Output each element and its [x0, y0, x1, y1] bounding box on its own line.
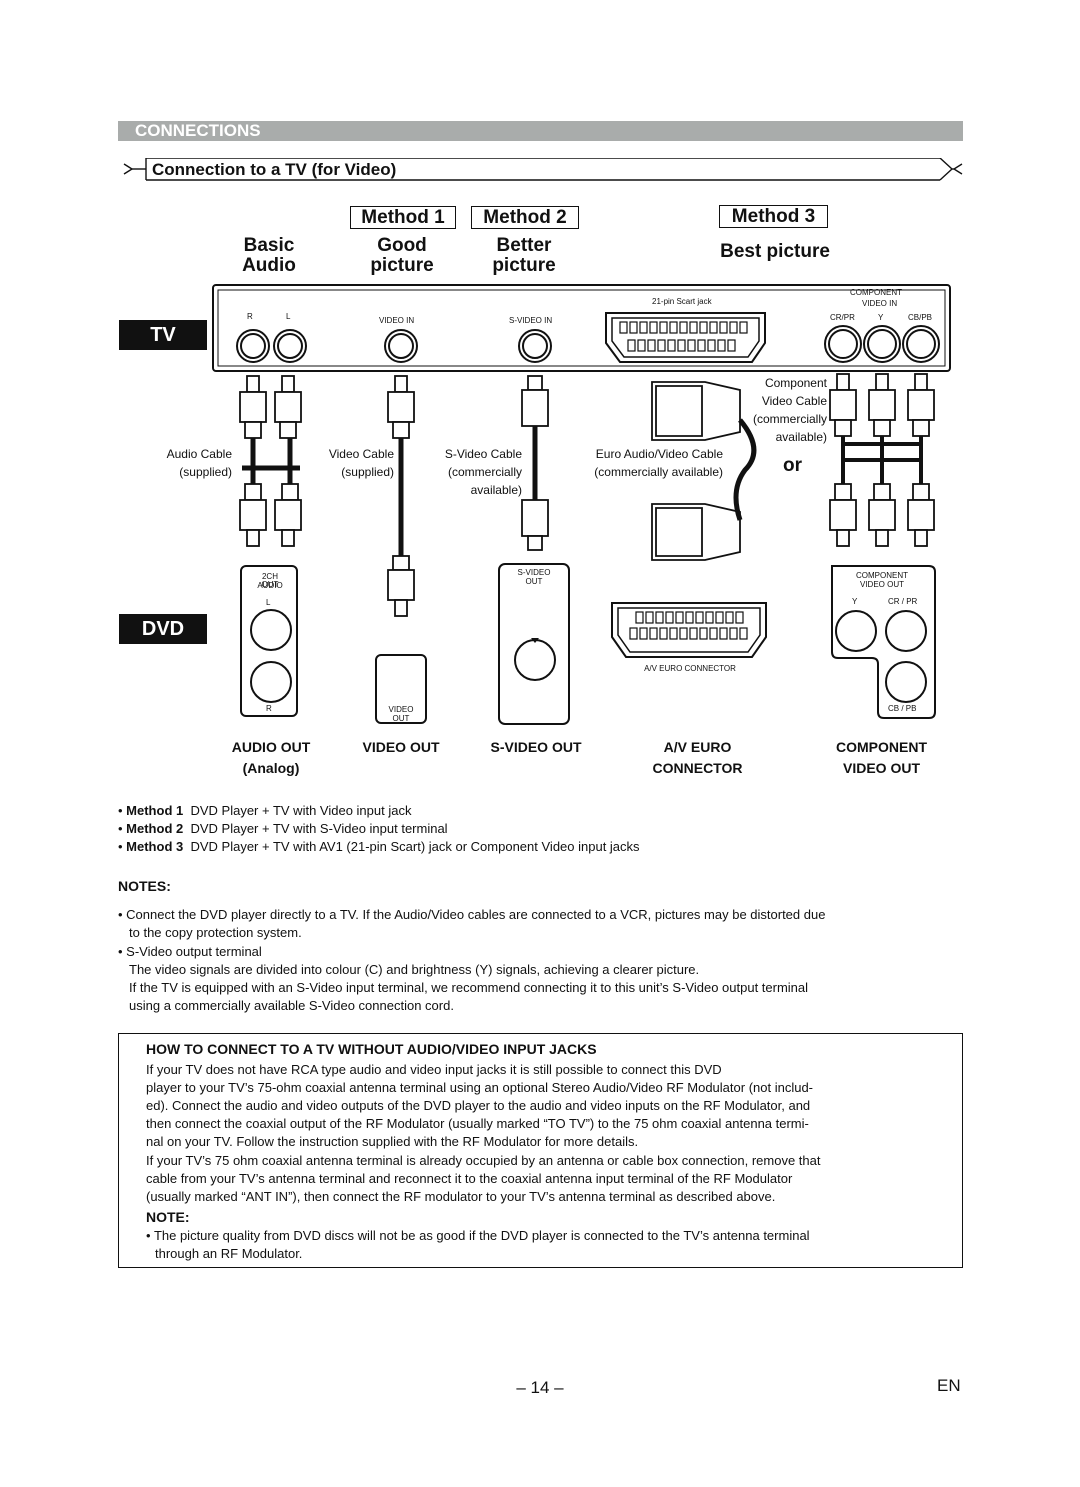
howto-p1-line-5: nal on your TV. Follow the instruction s…: [146, 1134, 639, 1149]
audio-out-label: AUDIO OUT: [231, 739, 311, 755]
component-cable-label-2: Video Cable: [761, 394, 827, 408]
note-1-line-2: to the copy protection system.: [129, 925, 302, 940]
method-list-text: DVD Player + TV with S-Video input termi…: [190, 821, 448, 836]
dvd-audio-r-label: R: [266, 704, 272, 713]
good-heading-2: picture: [370, 255, 434, 276]
video-cable-label-2: (supplied): [341, 465, 394, 479]
howto-note-line-2: through an RF Modulator.: [155, 1246, 303, 1261]
notes-heading: NOTES:: [118, 878, 171, 894]
tv-component-label-1: COMPONENT: [850, 288, 902, 297]
component-cable-label-1: Component: [764, 376, 827, 390]
howto-p1-line-3: ed). Connect the audio and video outputs…: [146, 1098, 811, 1113]
euro-out-label-2: CONNECTOR: [652, 760, 743, 776]
component-cable-label-3: (commercially: [752, 412, 827, 426]
howto-p2-line-1: If your TV’s 75 ohm coaxial antenna term…: [146, 1153, 821, 1168]
dvd-audio-panel-label-2: OUT: [261, 580, 279, 589]
svideo-out-label: S-VIDEO OUT: [490, 739, 582, 755]
section-title: CONNECTIONS: [135, 121, 261, 140]
dvd-comp-panel-label-2: VIDEO OUT: [859, 580, 904, 589]
audio-cable-label-1: Audio Cable: [166, 447, 232, 461]
howto-box: [118, 1033, 963, 1268]
note-1: • Connect the DVD player directly to a T…: [118, 907, 826, 922]
howto-p1-line-2: player to your TV’s 75-ohm coaxial anten…: [146, 1080, 813, 1095]
better-heading-2: picture: [492, 255, 556, 276]
dvd-comp-cb-label: CB / PB: [888, 704, 917, 713]
method-list-item-2: • Method 2 DVD Player + TV with S-Video …: [118, 821, 448, 836]
tv-jack-r-label: R: [247, 312, 253, 321]
method-list-item-1: • Method 1 DVD Player + TV with Video in…: [118, 803, 412, 818]
note-2-line-3: If the TV is equipped with an S-Video in…: [129, 980, 809, 995]
dvd-audio-l-label: L: [266, 598, 271, 607]
basic-heading-2: Audio: [242, 255, 296, 276]
section-banner: [118, 121, 963, 141]
euro-cable-label-1: Euro Audio/Video Cable: [595, 447, 723, 461]
dvd-svideo-panel-label-1: S-VIDEO: [517, 568, 551, 577]
better-heading-1: Better: [496, 235, 552, 256]
howto-p1-line-1: If your TV does not have RCA type audio …: [146, 1062, 722, 1077]
tv-cb-label: CB/PB: [908, 313, 933, 322]
howto-note-heading: NOTE:: [146, 1209, 190, 1225]
method-list-item-3: • Method 3 DVD Player + TV with AV1 (21-…: [118, 839, 640, 854]
subtitle-rule: [123, 158, 963, 181]
howto-heading: HOW TO CONNECT TO A TV WITHOUT AUDIO/VID…: [146, 1041, 597, 1057]
connection-diagram: [212, 284, 951, 725]
component-out-label-2: VIDEO OUT: [842, 760, 920, 776]
dvd-comp-panel-label-1: COMPONENT: [856, 571, 908, 580]
svideo-cable-label-2: (commercially: [447, 465, 522, 479]
method-list-name: Method 3: [126, 839, 184, 854]
audio-out-analog-label: (Analog): [242, 760, 300, 776]
dvd-audio-panel-label-1: 2CH AUDIO: [257, 572, 283, 590]
howto-p2-line-3: (usually marked “ANT IN”), then connect …: [146, 1189, 776, 1204]
svideo-cable-label-1: S-Video Cable: [444, 447, 522, 461]
tv-cr-label: CR/PR: [830, 313, 855, 322]
euro-out-label-1: A/V EURO: [663, 739, 732, 755]
component-out-label-1: COMPONENT: [836, 739, 927, 755]
subtitle: Connection to a TV (for Video): [152, 160, 397, 179]
euro-cable-label-2: (commercially available): [594, 465, 723, 479]
howto-note-line-1: • The picture quality from DVD discs wil…: [146, 1228, 810, 1243]
dvd-video-panel-label-2: OUT: [392, 714, 410, 723]
best-heading: Best picture: [720, 241, 830, 262]
method-list-text: DVD Player + TV with Video input jack: [190, 803, 412, 818]
page-number: – 14 –: [516, 1378, 564, 1397]
dvd-svideo-panel-label-2: OUT: [525, 577, 543, 586]
dvd-label: DVD: [119, 614, 207, 644]
component-cable-label-4: available): [775, 430, 827, 444]
howto-note-text: The picture quality from DVD discs will …: [153, 1228, 810, 1243]
dvd-comp-y-label: Y: [852, 597, 858, 606]
or-label: or: [783, 455, 802, 476]
method-list-text: DVD Player + TV with AV1 (21-pin Scart) …: [190, 839, 640, 854]
tv-jack-l-label: L: [286, 312, 291, 321]
dvd-comp-cr-label: CR / PR: [888, 597, 918, 606]
method-2-label: Method 2: [471, 206, 579, 229]
note-2: • S-Video output terminal: [118, 944, 262, 959]
tv-label: TV: [119, 320, 207, 350]
method-3-label: Method 3: [719, 205, 828, 228]
howto-p2-line-2: cable from your TV’s antenna terminal an…: [146, 1171, 793, 1186]
video-cable-label-1: Video Cable: [328, 447, 394, 461]
video-out-label: VIDEO OUT: [362, 739, 440, 755]
howto-p1-line-4: then connect the coaxial output of the R…: [146, 1116, 809, 1131]
basic-heading-1: Basic: [243, 235, 295, 256]
method-list-name: Method 1: [126, 803, 184, 818]
method-1-label: Method 1: [350, 206, 456, 229]
note-2-line-1: S-Video output terminal: [126, 944, 262, 959]
tv-scart-label: 21-pin Scart jack: [652, 297, 712, 306]
tv-y-label: Y: [878, 313, 884, 322]
note-2-line-4: using a commercially available S-Video c…: [129, 998, 454, 1013]
note-1-line-1: Connect the DVD player directly to a TV.…: [126, 907, 826, 922]
tv-video-in-label: VIDEO IN: [379, 316, 415, 325]
dvd-video-panel-label-1: VIDEO: [388, 705, 414, 714]
language-code: EN: [937, 1376, 961, 1395]
audio-cable-label-2: (supplied): [179, 465, 232, 479]
method-list-name: Method 2: [126, 821, 184, 836]
good-heading-1: Good: [377, 235, 427, 256]
tv-component-label-2: VIDEO IN: [862, 299, 898, 308]
svideo-cable-label-3: available): [470, 483, 522, 497]
note-2-line-2: The video signals are divided into colou…: [129, 962, 700, 977]
tv-svideo-in-label: S-VIDEO IN: [509, 316, 553, 325]
dvd-euro-panel-label: A/V EURO CONNECTOR: [644, 664, 736, 673]
